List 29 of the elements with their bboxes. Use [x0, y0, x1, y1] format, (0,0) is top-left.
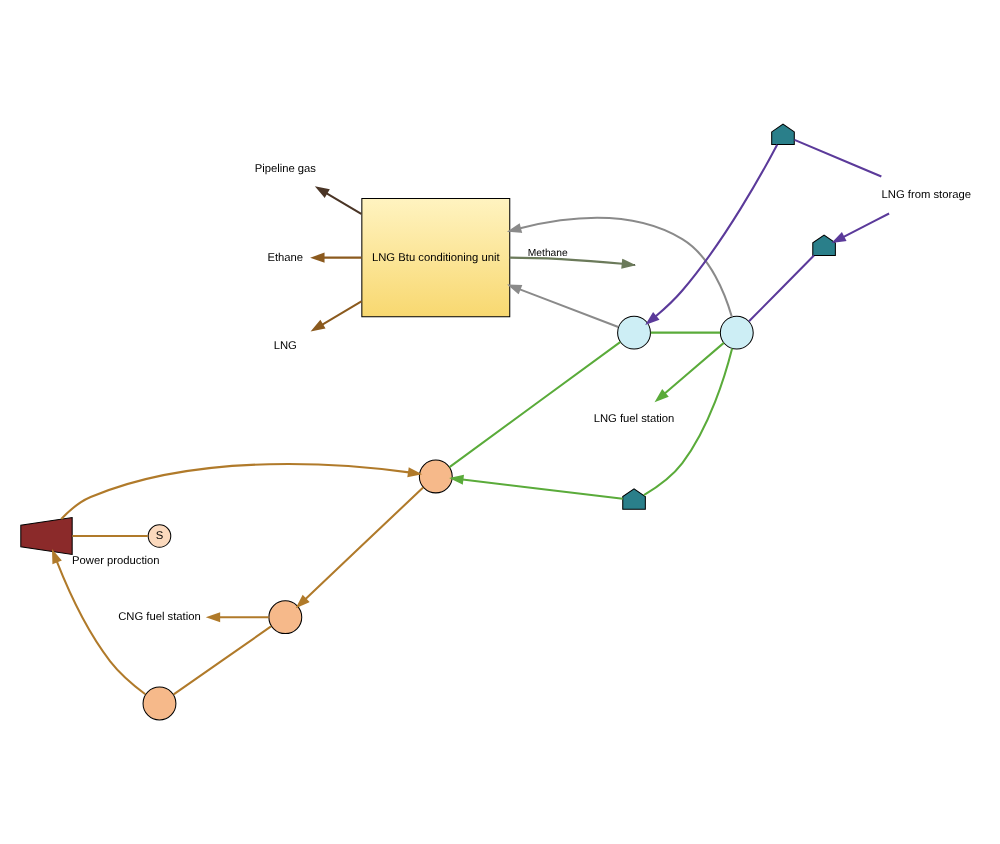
- arrow: [60, 463, 423, 520]
- arrow: [645, 144, 779, 326]
- arrow: [51, 548, 146, 696]
- node-circle: [142, 686, 177, 721]
- node-turbine: [20, 516, 73, 556]
- arrow: [507, 217, 733, 317]
- connector: [643, 348, 734, 496]
- arrow: [295, 486, 424, 609]
- node-pump: [812, 234, 836, 256]
- connector: [173, 625, 272, 696]
- node-circle: [617, 315, 651, 350]
- node-circle: [719, 315, 754, 350]
- connector: [794, 138, 882, 178]
- arrow: [449, 474, 623, 500]
- connector: [448, 341, 621, 468]
- node-circle: [418, 459, 453, 494]
- arrow: [310, 252, 362, 263]
- arrow: [654, 342, 725, 403]
- arrow: [205, 612, 269, 623]
- arrow: [310, 300, 362, 332]
- connector: [72, 535, 148, 538]
- arrow: [314, 186, 362, 215]
- connector: [650, 331, 720, 334]
- connector: [748, 254, 815, 322]
- node-pump: [771, 123, 795, 146]
- node-circle: [268, 600, 303, 635]
- arrow: [507, 284, 619, 328]
- arrow: [831, 212, 890, 244]
- node-pump: [622, 488, 646, 510]
